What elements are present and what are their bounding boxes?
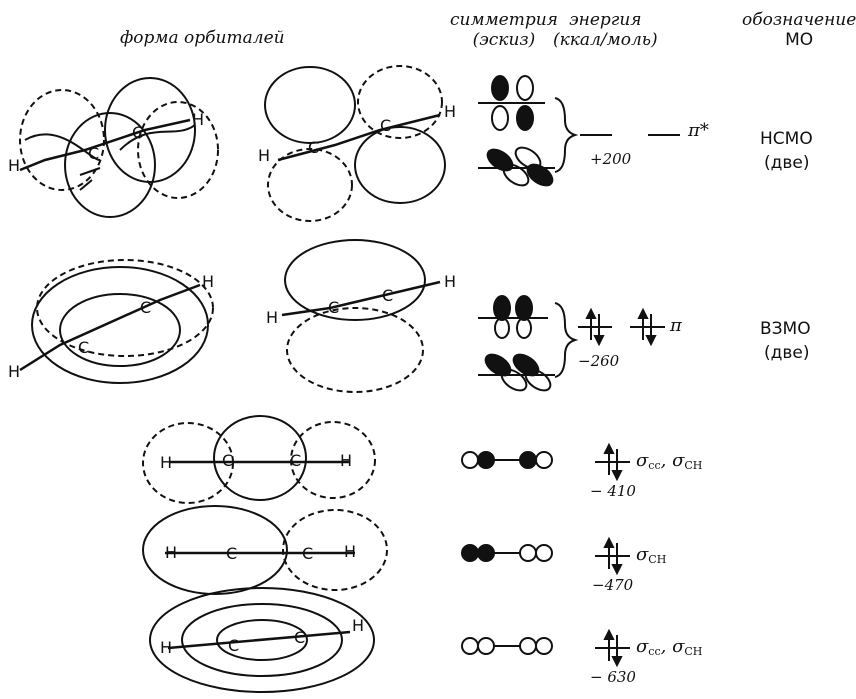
atom-c: C (302, 546, 313, 562)
sigma-separator: , σ (661, 636, 685, 657)
subscript-cc: cc (648, 459, 660, 472)
mo-label-pi-star: π* (688, 120, 709, 141)
energy-value-630: − 630 (590, 668, 636, 686)
atom-h: H (202, 274, 214, 290)
sigma-cc-ch-energy-level (595, 445, 630, 479)
sigma-symbol: σ (636, 636, 648, 657)
atom-h: H (352, 618, 364, 634)
sigma-lowest-symmetry-sketch (462, 638, 552, 654)
subscript-ch: CH (648, 553, 666, 566)
atom-h: H (8, 158, 20, 174)
atom-c: C (222, 453, 233, 469)
atom-h: H (340, 453, 352, 469)
mo-label-sigma-ch: σCH (636, 544, 666, 566)
sigma-lowest-energy-level (595, 631, 630, 665)
energy-value-470: −470 (592, 576, 633, 594)
atom-c: C (308, 140, 319, 156)
atom-h: H (258, 148, 270, 164)
energy-value-410: − 410 (590, 482, 636, 500)
sigma-cc-ch-symmetry-sketch (462, 452, 552, 468)
atom-h: H (160, 455, 172, 471)
atom-c: C (226, 546, 237, 562)
atom-h: H (266, 310, 278, 326)
sigma-cc-ch-lowest-orbital (150, 588, 374, 692)
pi-star-symmetry-sketch (478, 76, 680, 190)
atom-c: C (380, 118, 391, 134)
designation-lumo: НСМО (760, 128, 813, 150)
sigma-ch-energy-level (595, 539, 630, 573)
atom-c: C (290, 453, 301, 469)
pi-orbital-front (282, 240, 440, 392)
pi-star-orbital-front (265, 66, 445, 221)
atom-h: H (160, 640, 172, 656)
atom-c: C (382, 288, 393, 304)
atom-c: C (132, 125, 143, 141)
subscript-ch: CH (684, 645, 702, 658)
atom-h: H (8, 364, 20, 380)
sigma-ch-symmetry-sketch (462, 545, 552, 561)
pi-energy-levels (578, 310, 665, 344)
energy-value-pi-star: +200 (590, 150, 631, 168)
designation-homo: ВЗМО (760, 318, 811, 340)
sigma-symbol: σ (636, 450, 648, 471)
atom-c: C (228, 638, 239, 654)
atom-h: H (192, 112, 204, 128)
subscript-ch: CH (684, 459, 702, 472)
pi-symmetry-sketch (478, 296, 575, 395)
mo-label-pi: π (670, 315, 682, 336)
mo-label-sigma-lowest: σcc, σCH (636, 636, 702, 658)
atom-h: H (165, 545, 177, 561)
atom-c: C (140, 300, 151, 316)
atom-h: H (444, 274, 456, 290)
designation-homo-note: (две) (764, 342, 810, 364)
atom-c: C (294, 630, 305, 646)
sigma-separator: , σ (661, 450, 685, 471)
atom-c: C (88, 146, 99, 162)
pi-star-orbital-perspective (20, 78, 218, 217)
mo-label-sigma-cc-ch: σcc, σCH (636, 450, 702, 472)
atom-c: C (328, 300, 339, 316)
subscript-cc: cc (648, 645, 660, 658)
energy-value-pi: −260 (578, 352, 619, 370)
sigma-symbol: σ (636, 544, 648, 565)
atom-h: H (444, 104, 456, 120)
atom-c: C (78, 340, 89, 356)
designation-lumo-note: (две) (764, 152, 810, 174)
pi-orbital-perspective (20, 260, 213, 383)
atom-h: H (344, 544, 356, 560)
